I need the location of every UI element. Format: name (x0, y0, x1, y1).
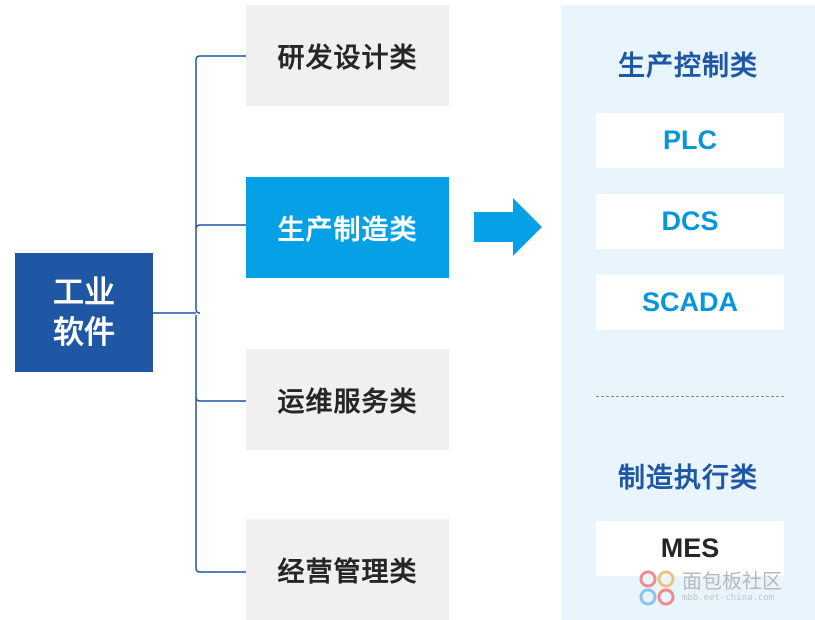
watermark-logo-icon (639, 570, 675, 606)
item-dcs[interactable]: DCS (596, 194, 784, 249)
item-label: MES (660, 533, 720, 563)
item-scada[interactable]: SCADA (596, 275, 784, 330)
watermark-url: mbb.eet-china.com (682, 593, 775, 603)
category-label: 经营管理类 (277, 557, 418, 588)
category-label: 生产制造类 (277, 215, 418, 246)
item-label: SCADA (641, 287, 738, 317)
root-label-line1: 工业 (53, 274, 115, 311)
category-label: 研发设计类 (277, 43, 418, 74)
category-label: 运维服务类 (277, 387, 418, 418)
item-mes[interactable]: MES (596, 521, 784, 576)
section-title-manufacturing-execution: 制造执行类 (618, 463, 758, 494)
section-title-production-control: 生产控制类 (618, 51, 758, 82)
category-production-manufacturing[interactable]: 生产制造类 (246, 177, 449, 278)
item-label: PLC (663, 125, 717, 155)
category-rd-design[interactable]: 研发设计类 (246, 5, 449, 106)
watermark-text: 面包板社区 (682, 569, 782, 593)
category-business-management[interactable]: 经营管理类 (246, 519, 449, 620)
item-plc[interactable]: PLC (596, 113, 784, 168)
section-divider (596, 396, 784, 397)
item-label: DCS (661, 206, 719, 236)
bracket-connector (153, 55, 246, 573)
right-arrow-icon (474, 198, 542, 256)
root-node-industrial-software: 工业 软件 (15, 253, 153, 372)
category-operations-service[interactable]: 运维服务类 (246, 349, 449, 450)
root-label-line2: 软件 (53, 314, 115, 351)
